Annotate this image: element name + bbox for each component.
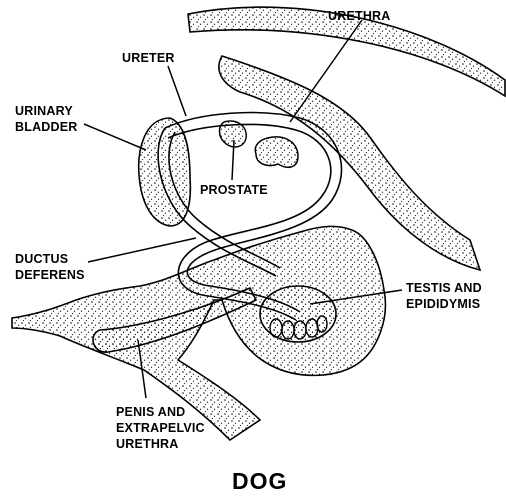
label-urinary-bladder: URINARY BLADDER	[15, 103, 78, 135]
diagram-title: DOG	[232, 468, 287, 495]
label-ureter: URETER	[122, 50, 175, 66]
prostate-right	[255, 137, 298, 167]
label-penis-extrapelvic-urethra: PENIS AND EXTRAPELVIC URETHRA	[116, 404, 205, 452]
leader-ureter	[168, 66, 186, 116]
label-ductus-deferens: DUCTUS DEFERENS	[15, 251, 85, 283]
leader-bladder	[84, 124, 146, 150]
label-urethra: URETHRA	[328, 8, 391, 24]
bladder-outline	[139, 118, 191, 226]
label-prostate: PROSTATE	[200, 182, 268, 198]
label-testis-epididymis: TESTIS AND EPIDIDYMIS	[406, 280, 482, 312]
leader-ductus	[88, 238, 196, 262]
